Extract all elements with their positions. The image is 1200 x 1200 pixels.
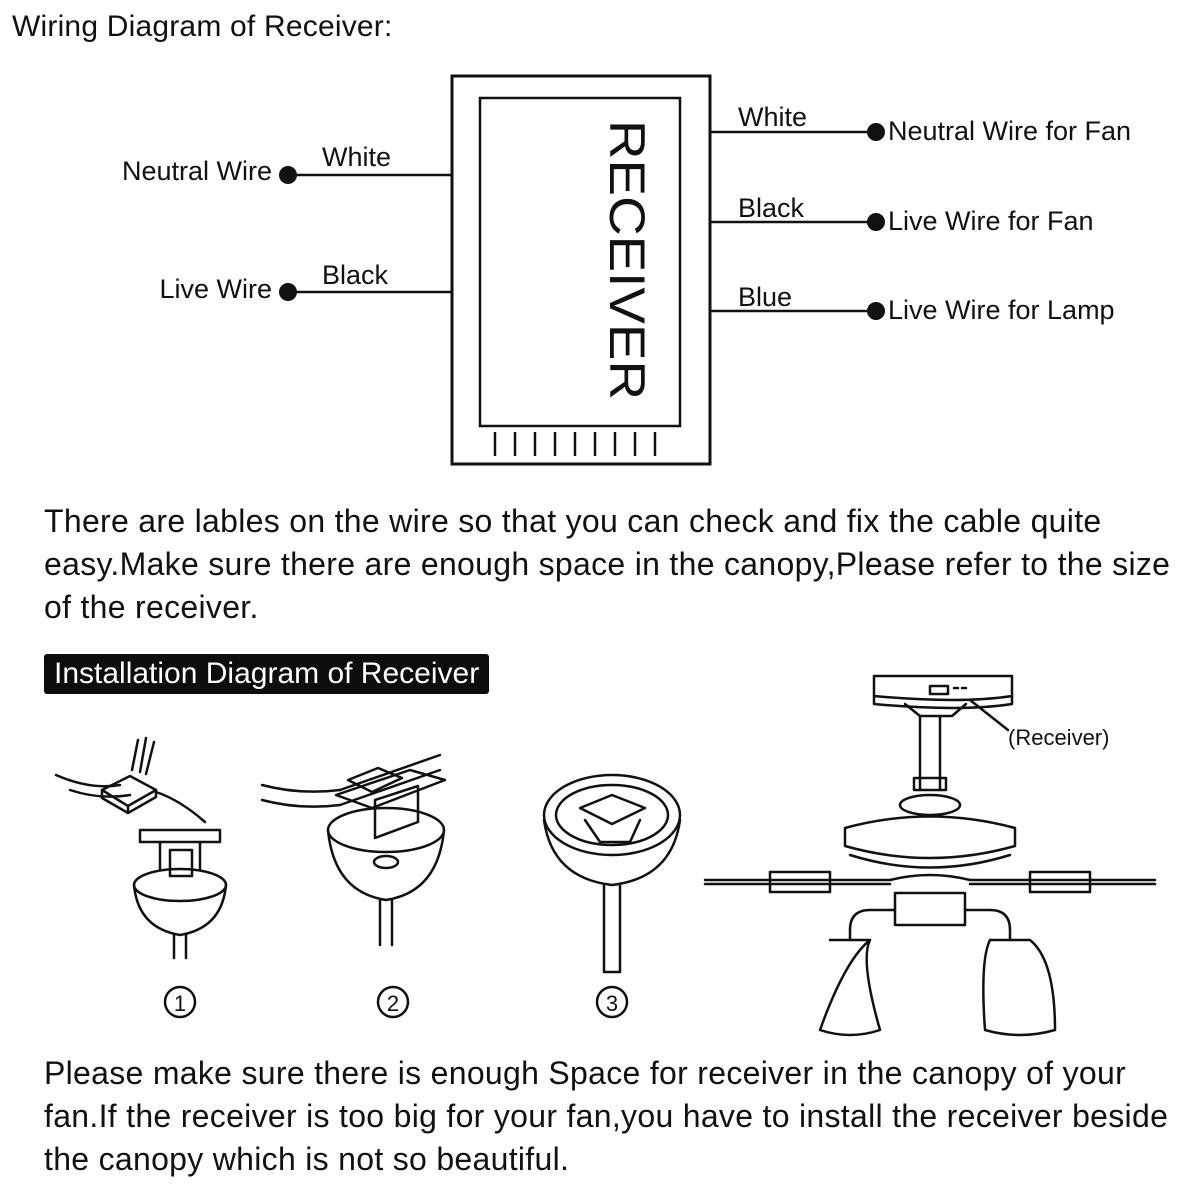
live-wire-dot [279,283,297,301]
step-2-number-text: 2 [387,991,399,1016]
fan-motor-housing-icon [843,815,1017,860]
installation-note-paragraph: Please make sure there is enough Space f… [44,1055,1169,1177]
mounting-bracket-icon [138,828,222,844]
neutral-fan-color-label: White [738,102,807,132]
wiring-note-paragraph: There are lables on the wire so that you… [44,503,1171,625]
wiring-diagram-title: Wiring Diagram of Receiver: [12,10,393,43]
receiver-outer-box [450,74,712,466]
step-3-illustration [542,773,682,974]
input-wire-live: Live Wire Black [159,260,452,304]
fan-canopy-icon [872,674,1014,702]
step-1-illustration [54,736,228,960]
live-lamp-label: Live Wire for Lamp [888,295,1115,325]
lamp-shade-left-icon [818,938,882,1037]
live-fan-dot [867,213,885,231]
receiver-terminal-pins [493,432,657,456]
output-wire-neutral-fan: White Neutral Wire for Fan [710,102,1131,146]
receiver-inner-box [478,96,682,428]
step-2-illustration [260,753,447,947]
installation-diagram: 1 2 3 (Receiver) [54,674,1157,1037]
live-fan-label: Live Wire for Fan [888,206,1094,236]
live-fan-color-label: Black [738,193,805,223]
neutral-wire-dot [279,166,297,184]
receiver-box-icon-2 [346,766,404,794]
live-lamp-color-label: Blue [738,282,792,312]
output-wire-live-lamp: Blue Live Wire for Lamp [710,282,1115,325]
step-2-number [376,985,410,1019]
wiring-diagram: RECEIVER Neutral Wire White Live Wire Bl… [122,74,1131,466]
receiver-callout-label: (Receiver) [1008,725,1109,750]
input-wire-neutral: Neutral Wire White [122,142,452,186]
neutral-fan-label: Neutral Wire for Fan [888,116,1131,146]
output-wire-live-fan: Black Live Wire for Fan [710,193,1094,236]
installation-diagram-title: Installation Diagram of Receiver [44,654,490,694]
mounting-plate-icon [334,768,447,810]
ceiling-fan-illustration [703,674,1157,1037]
neutral-fan-dot [867,123,885,141]
neutral-wire-label: Neutral Wire [122,156,272,186]
step-3-number [595,985,629,1019]
light-kit-housing-icon [893,891,967,927]
live-wire-label: Live Wire [159,274,272,304]
lamp-shade-right-icon [982,938,1057,1037]
live-lamp-dot [867,302,885,320]
receiver-label: RECEIVER [599,120,655,400]
step-1-number-text: 1 [174,991,186,1016]
step-3-number-text: 3 [606,991,618,1016]
step-1-number [163,985,197,1019]
neutral-wire-color-label: White [322,142,391,172]
live-wire-color-label: Black [322,260,389,290]
